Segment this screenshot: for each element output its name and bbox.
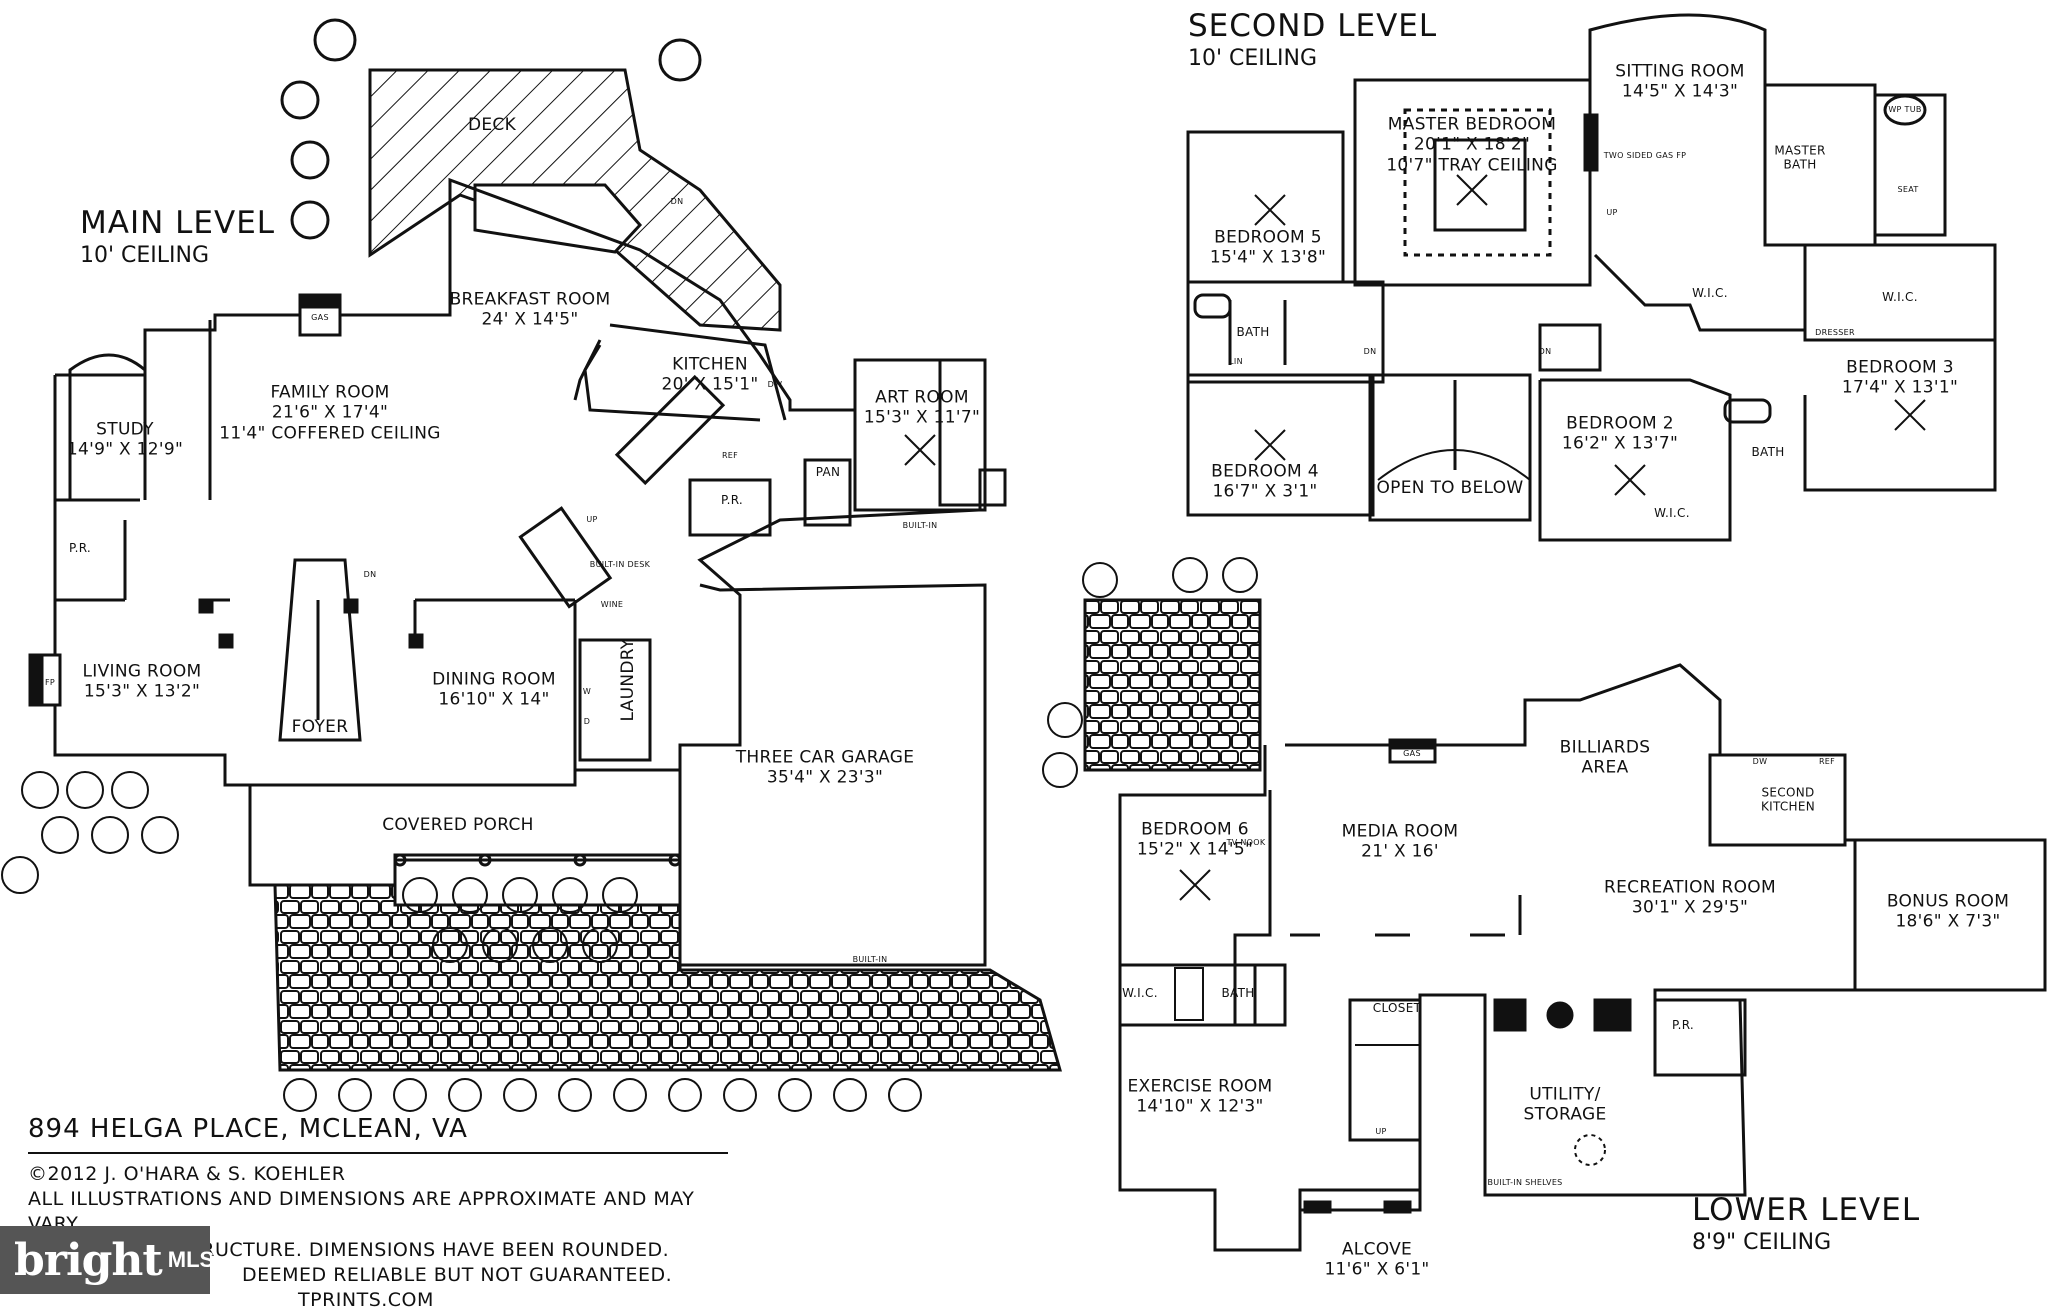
- room-second-kitchen: SECOND KITCHEN: [1760, 785, 1816, 814]
- room-kitchen: KITCHEN 20' X 15'1": [661, 354, 759, 395]
- second-level-plan: [1186, 13, 1997, 542]
- room-garage: THREE CAR GARAGE 35'4" X 23'3": [735, 747, 915, 788]
- fixture-dn-second-b: DN: [1538, 347, 1552, 357]
- room-dining: DINING ROOM 16'10" X 14": [432, 669, 556, 710]
- lower-level-plan: [1042, 557, 2047, 1252]
- room-exercise: EXERCISE ROOM 14'10" X 12'3": [1127, 1076, 1273, 1117]
- room-wic-1: W.I.C.: [1692, 285, 1728, 300]
- room-living: LIVING ROOM 15'3" X 13'2": [82, 661, 202, 702]
- room-laundry: LAUNDRY: [617, 638, 638, 722]
- room-recreation: RECREATION ROOM 30'1" X 29'5": [1604, 877, 1776, 918]
- lower-level-name: LOWER LEVEL: [1692, 1192, 1921, 1228]
- fixture-wine: WINE: [600, 600, 624, 610]
- second-level-ceiling: 10' CEILING: [1188, 46, 1318, 71]
- fixture-dw: DW: [767, 380, 783, 390]
- mls-logo-text: MLS: [167, 1247, 215, 1272]
- room-bedroom-6: BEDROOM 6 15'2" X 14'5": [1136, 819, 1254, 860]
- room-bath-upper-b: BATH: [1751, 444, 1785, 459]
- room-open-to-below: OPEN TO BELOW: [1376, 477, 1524, 498]
- lower-level-ceiling: 8'9" CEILING: [1692, 1230, 1832, 1255]
- room-master-bath: MASTER BATH: [1774, 143, 1826, 172]
- fixture-dn-second-a: DN: [1363, 347, 1377, 357]
- copyright-line: ©2012 J. O'HARA & S. KOEHLER: [28, 1163, 346, 1186]
- shrub-row: [1, 771, 922, 1112]
- room-bedroom-4: BEDROOM 4 16'7" X 3'1": [1211, 461, 1319, 502]
- room-lower-bath: BATH: [1221, 985, 1255, 1000]
- room-wic-2: W.I.C.: [1882, 289, 1918, 304]
- fixture-tv-nook: TV NOOK: [1226, 838, 1266, 848]
- fixture-built-in-garage: BUILT-IN: [852, 955, 888, 965]
- room-lower-wic: W.I.C.: [1122, 985, 1158, 1000]
- room-sitting: SITTING ROOM 14'5" X 14'3": [1615, 61, 1745, 102]
- fixture-up-second: UP: [1606, 208, 1618, 218]
- main-level-ceiling: 10' CEILING: [80, 243, 210, 268]
- room-lower-powder: P.R.: [1671, 1017, 1695, 1032]
- property-address: 894 HELGA PLACE, MCLEAN, VA: [28, 1112, 728, 1155]
- room-foyer: FOYER: [291, 716, 349, 737]
- room-bedroom-2: BEDROOM 2 16'2" X 13'7": [1561, 413, 1679, 454]
- room-billiards: BILLIARDS AREA: [1559, 737, 1651, 778]
- room-closet: CLOSET: [1372, 1000, 1422, 1015]
- fixture-tub: WP TUB: [1888, 105, 1922, 115]
- fixture-gas-fp-lower: GAS: [1403, 749, 1421, 759]
- room-wic-3: W.I.C.: [1654, 505, 1690, 520]
- main-level-title: MAIN LEVEL 10' CEILING: [80, 205, 275, 268]
- room-deck: DECK: [467, 114, 517, 135]
- room-study: STUDY 14'9" X 12'9": [66, 419, 184, 460]
- fixture-up-main: UP: [586, 515, 598, 525]
- main-level-plan: [1, 18, 1062, 1112]
- room-pantry: PAN: [815, 464, 841, 479]
- fixture-built-in-art: BUILT-IN: [902, 521, 938, 531]
- room-covered-porch: COVERED PORCH: [382, 814, 534, 835]
- room-powder-kitchen: P.R.: [720, 492, 744, 507]
- stone-walkway: [273, 883, 1062, 1072]
- room-breakfast: BREAKFAST ROOM 24' X 14'5": [449, 289, 611, 330]
- fixture-two-sided-fp: TWO SIDED GAS FP: [1603, 151, 1687, 161]
- fixture-dryer: D: [583, 717, 591, 727]
- second-level-name: SECOND LEVEL: [1188, 8, 1438, 44]
- room-bedroom-3: BEDROOM 3 17'4" X 13'1": [1841, 357, 1959, 398]
- bright-logo-text: bright: [14, 1234, 163, 1286]
- fixture-seat: SEAT: [1897, 185, 1919, 195]
- fixture-dn-foyer: DN: [363, 570, 377, 580]
- fixture-fp: FP: [44, 678, 56, 688]
- stone-patio: [1083, 598, 1262, 772]
- bright-mls-watermark: bright MLS: [0, 1226, 214, 1294]
- room-bath-upper-a: BATH: [1236, 324, 1270, 339]
- fixture-dw-lower: DW: [1752, 757, 1768, 767]
- lower-level-title: LOWER LEVEL 8'9" CEILING: [1692, 1192, 1920, 1255]
- fixture-washer: W: [582, 687, 592, 697]
- fixture-built-in-desk: BUILT-IN DESK: [589, 560, 651, 570]
- room-alcove: ALCOVE 11'6" X 6'1": [1324, 1239, 1430, 1280]
- room-media: MEDIA ROOM 21' X 16': [1341, 821, 1459, 862]
- second-level-title: SECOND LEVEL 10' CEILING: [1188, 8, 1437, 71]
- fixture-up-lower: UP: [1375, 1127, 1387, 1137]
- fixture-built-in-shelves: BUILT-IN SHELVES: [1487, 1178, 1563, 1188]
- fixture-gas-fp: GAS: [311, 313, 329, 323]
- room-powder-main: P.R.: [68, 540, 92, 555]
- fixture-ref: REF: [721, 451, 739, 461]
- main-level-name: MAIN LEVEL: [80, 205, 276, 241]
- disclaimer-line-3: DEEMED RELIABLE BUT NOT GUARANTEED.: [242, 1263, 673, 1286]
- room-bonus: BONUS ROOM 18'6" X 7'3": [1886, 891, 2010, 932]
- ceiling-fan-icons: [1254, 174, 1926, 496]
- fixture-dn-deck: DN: [670, 197, 684, 207]
- room-utility: UTILITY/ STORAGE: [1523, 1084, 1607, 1125]
- room-bedroom-5: BEDROOM 5 15'4" X 13'8": [1209, 227, 1327, 268]
- fixture-dresser: DRESSER: [1815, 328, 1855, 338]
- room-family: FAMILY ROOM 21'6" X 17'4" 11'4" COFFERED…: [219, 382, 441, 444]
- fixture-ref-lower: REF: [1818, 757, 1836, 767]
- fixture-lin: LIN: [1229, 357, 1243, 367]
- ceiling-fan-icon: [904, 434, 936, 466]
- room-master-bedroom: MASTER BEDROOM 20'1" X 18'2" 10'7" TRAY …: [1386, 114, 1558, 176]
- room-art: ART ROOM 15'3" X 11'7": [863, 387, 981, 428]
